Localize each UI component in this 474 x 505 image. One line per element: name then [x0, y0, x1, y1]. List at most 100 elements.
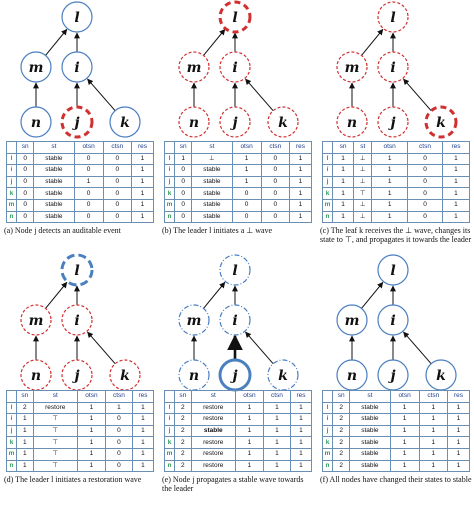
node-n: [336, 359, 368, 391]
row-id: j: [164, 424, 175, 438]
table-cell: 0: [173, 164, 193, 177]
node-i: [219, 51, 251, 83]
table-cell: 1: [418, 447, 448, 461]
node-label-j: j: [229, 115, 237, 131]
header-blank: [164, 390, 175, 403]
table-cell: restore: [32, 401, 78, 415]
node-l: [377, 1, 409, 33]
table-cell: stable: [349, 424, 391, 438]
column-header-ctsn: ctsn: [418, 390, 448, 403]
table-cell: 1: [441, 210, 471, 224]
table-cell: stable: [191, 210, 233, 224]
edge-k-to-i: [403, 331, 432, 365]
node-j: [377, 106, 409, 138]
row-id: k: [164, 187, 175, 200]
table-cell: 0: [102, 152, 132, 166]
table-cell: 1: [418, 401, 448, 415]
node-i: [61, 304, 93, 336]
table-cell: stable: [33, 198, 75, 212]
edge-m-to-l: [203, 28, 226, 56]
node-label-i: i: [74, 60, 79, 76]
table-cell: 0: [173, 198, 193, 212]
table-cell: 0: [73, 187, 104, 200]
table-cell: 0: [15, 175, 35, 189]
table-cell: restore: [190, 447, 236, 461]
table-cell: stable: [191, 187, 233, 200]
header-blank: [322, 390, 333, 403]
table-cell: stable: [33, 187, 75, 200]
column-header-st: st: [33, 141, 75, 154]
table-cell: 1: [289, 436, 313, 449]
node-label-n: n: [189, 115, 199, 131]
column-header-res: res: [288, 141, 313, 154]
table-cell: 1: [389, 447, 420, 461]
node-label-m: m: [29, 313, 44, 329]
row-id: i: [6, 413, 17, 426]
node-label-m: m: [345, 60, 360, 76]
table-cell: 2: [331, 447, 351, 461]
row-id: m: [322, 447, 333, 461]
edge-m-to-l: [45, 281, 68, 309]
node-label-n: n: [31, 368, 41, 384]
column-header-res: res: [446, 390, 471, 403]
table-cell: 0: [260, 152, 290, 166]
node-m: [20, 304, 52, 336]
node-k: [424, 105, 458, 139]
node-label-i: i: [390, 313, 395, 329]
row-id: j: [322, 175, 333, 189]
node-l: [61, 1, 93, 33]
table-cell: 1: [231, 152, 262, 166]
table-cell: 1: [446, 413, 471, 426]
row-id: l: [6, 152, 17, 166]
table-cell: 1: [371, 198, 409, 212]
table-cell: 1: [289, 459, 313, 473]
table-cell: 1: [235, 459, 264, 473]
table-cell: 1: [235, 436, 264, 449]
row-id: l: [164, 401, 175, 415]
table-cell: ⊤: [32, 424, 78, 438]
table-cell: ⊥: [353, 164, 373, 177]
row-id: m: [6, 198, 17, 212]
table-cell: 0: [231, 198, 262, 212]
table-cell: stable: [349, 401, 391, 415]
edge-m-to-l: [203, 281, 226, 309]
node-m: [178, 304, 210, 336]
table-cell: 2: [174, 413, 192, 426]
table-cell: 1: [441, 175, 471, 189]
table-cell: ⊥: [191, 152, 233, 166]
column-header-st: st: [349, 390, 391, 403]
table-cell: 0: [15, 198, 35, 212]
table-cell: 1: [371, 210, 409, 224]
column-header-ctsn: ctsn: [102, 141, 132, 154]
node-label-k: k: [278, 368, 288, 384]
node-n: [178, 359, 210, 391]
table-cell: 1: [331, 164, 355, 177]
table-cell: 0: [102, 164, 132, 177]
table-cell: 1: [77, 413, 106, 426]
row-id: i: [164, 413, 175, 426]
row-id: l: [164, 152, 175, 166]
node-m: [336, 51, 368, 83]
table-cell: 0: [407, 198, 443, 212]
node-label-k: k: [436, 368, 446, 384]
table-cell: 0: [260, 210, 290, 224]
table-cell: 1: [446, 401, 471, 415]
table-cell: 1: [77, 424, 106, 438]
table-cell: 1: [288, 164, 313, 177]
table-cell: 1: [441, 198, 471, 212]
table-cell: ⊥: [353, 198, 373, 212]
table-cell: 2: [174, 459, 192, 473]
table-cell: 1: [389, 401, 420, 415]
table-cell: 1: [371, 152, 409, 166]
node-label-j: j: [71, 368, 79, 384]
table-cell: ⊥: [353, 210, 373, 224]
row-id: j: [164, 175, 175, 189]
